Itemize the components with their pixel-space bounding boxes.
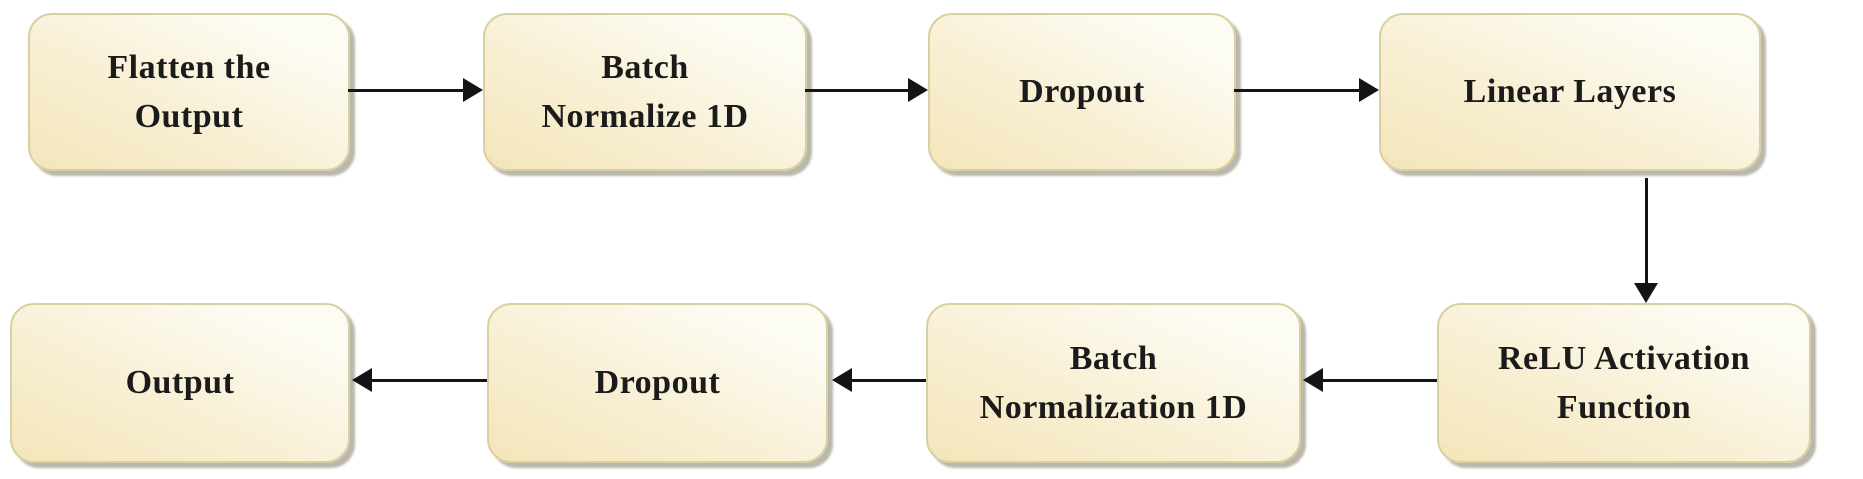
node-batch-normalize-1d: Batch Normalize 1D [483,13,807,171]
arrow-left-icon [352,368,372,392]
node-relu-activation-function: ReLU Activation Function [1437,303,1811,463]
edge-relu-to-batchnormalization-line [1323,379,1437,382]
node-dropout-1: Dropout [928,13,1236,171]
arrow-right-icon [908,78,928,102]
arrow-left-icon [832,368,852,392]
edge-flatten-to-batchnormalize-line [348,89,463,92]
node-output: Output [10,303,350,463]
edge-dropout-to-linearlayers-line [1234,89,1359,92]
edge-batchnormalization-to-dropout-line [852,379,926,382]
arrow-right-icon [1359,78,1379,102]
arrow-left-icon [1303,368,1323,392]
node-dropout-2: Dropout [487,303,828,463]
edge-linearlayers-to-relu-line [1645,178,1648,284]
node-linear-layers: Linear Layers [1379,13,1761,171]
node-flatten-the-output: Flatten the Output [28,13,350,171]
arrow-down-icon [1634,283,1658,303]
edge-dropout-to-output-line [372,379,487,382]
edge-batchnormalize-to-dropout-line [805,89,908,92]
node-batch-normalization-1d: Batch Normalization 1D [926,303,1301,463]
arrow-right-icon [463,78,483,102]
